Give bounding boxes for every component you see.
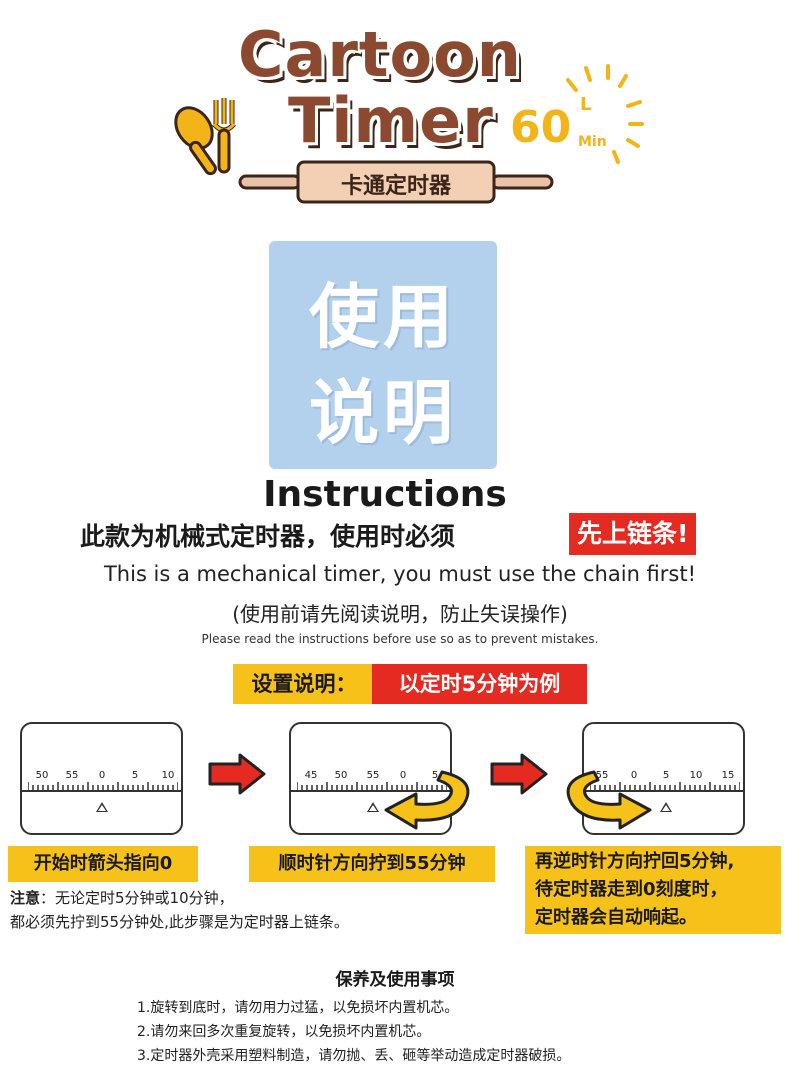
step3-label: 再逆时针方向拧回5分钟, 待定时器走到0刻度时， 定时器会自动响起。 — [525, 846, 781, 934]
sun-rays-icon — [566, 64, 644, 164]
english-note: Please read the instructions before use … — [201, 632, 599, 646]
logo-duration: 60 — [510, 102, 572, 153]
dial-number: 15 — [721, 770, 735, 781]
cartoon-timer-logo: Cartoon Timer 60 L Min 卡通定时器 — [160, 10, 644, 210]
dial-line — [22, 790, 181, 792]
care-list: 1.旋转到底时，请勿用力过猛，以免损坏内置机芯。 2.请勿来回多次重复旋转，以免… — [137, 996, 570, 1068]
dial-number: 55 — [595, 770, 609, 781]
care-item: 2.请勿来回多次重复旋转，以免损坏内置机芯。 — [137, 1024, 431, 1040]
spoon-fork-icon — [174, 98, 236, 176]
setup-example: 以定时5分钟为例 — [372, 664, 587, 704]
instructions-title: Instructions — [263, 474, 507, 515]
care-item: 3.定时器外壳采用塑料制造，请勿抛、丢、砸等举动造成定时器破损。 — [137, 1048, 571, 1064]
step3-line: 再逆时针方向拧回5分钟, — [535, 851, 735, 872]
step2-label: 顺时针方向拧到55分钟 — [249, 846, 495, 882]
pointer-triangle-icon — [96, 802, 108, 812]
dial-number: 55 — [366, 770, 380, 781]
care-title: 保养及使用事项 — [335, 970, 455, 990]
instructions-badge: 使用 说明 — [269, 241, 497, 469]
right-arrow-icon — [208, 753, 266, 795]
badge-line1: 使用 — [309, 276, 457, 358]
pointer-triangle-icon — [660, 802, 672, 812]
logo-unit-top: L — [580, 94, 592, 115]
dial-number: 5 — [131, 770, 139, 781]
dial-ticks — [590, 782, 740, 790]
notice-line1: ：无论定时5分钟或10分钟， — [40, 889, 234, 907]
chinese-highlight-text: 先上链条! — [569, 513, 697, 555]
dial-number: 0 — [399, 770, 407, 781]
step3-line: 定时器会自动响起。 — [535, 907, 697, 928]
pointer-triangle-icon — [367, 802, 379, 812]
chinese-note: (使用前请先阅读说明，防止失误操作) — [232, 602, 568, 626]
dial-number: 55 — [65, 770, 79, 781]
dial-number: 10 — [689, 770, 703, 781]
dial-line — [291, 790, 450, 792]
dial-number: 0 — [630, 770, 638, 781]
step1-label: 开始时箭头指向0 — [8, 846, 198, 882]
setup-label: 设置说明： — [233, 664, 375, 704]
badge-line2: 说明 — [309, 372, 457, 454]
dial-number: 0 — [98, 770, 106, 781]
dial-number: 45 — [304, 770, 318, 781]
dial-line — [584, 790, 743, 792]
right-arrow-icon — [490, 753, 548, 795]
notice-text: 注意：无论定时5分钟或10分钟， 都必须先拧到55分钟处,此步骤是为定时器上链条… — [10, 886, 349, 934]
timer-dial-step1: 50 55 0 5 10 — [20, 722, 183, 835]
logo-chinese-name: 卡通定时器 — [340, 174, 451, 199]
clockwise-curved-arrow-icon — [384, 770, 470, 830]
dial-number: 50 — [334, 770, 348, 781]
dial-number: 50 — [35, 770, 49, 781]
notice-label: 注意 — [10, 889, 41, 907]
logo-unit-bottom: Min — [578, 134, 607, 150]
care-item: 1.旋转到底时，请勿用力过猛，以免损坏内置机芯。 — [137, 1000, 459, 1016]
dial-ticks — [297, 782, 447, 790]
dial-number: 10 — [161, 770, 175, 781]
dial-number: 5 — [431, 770, 439, 781]
step3-line: 待定时器走到0刻度时， — [535, 879, 728, 900]
logo-title-line1: Cartoon — [238, 18, 522, 91]
chinese-main-text: 此款为机械式定时器，使用时必须 — [80, 522, 456, 551]
rolling-pin-icon — [238, 160, 554, 204]
dial-number: 5 — [662, 770, 670, 781]
english-main-text: This is a mechanical timer, you must use… — [103, 562, 697, 586]
logo-title-line2: Timer — [288, 84, 494, 157]
notice-line2: 都必须先拧到55分钟处,此步骤是为定时器上链条。 — [10, 913, 349, 931]
counterclockwise-curved-arrow-icon — [566, 770, 652, 830]
dial-ticks — [28, 782, 178, 790]
